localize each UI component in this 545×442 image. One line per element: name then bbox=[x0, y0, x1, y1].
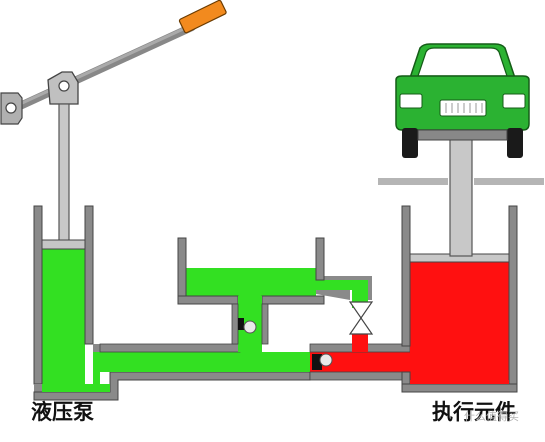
ground-platform bbox=[378, 178, 544, 185]
pipe-network bbox=[33, 276, 411, 401]
reservoir-fluid bbox=[186, 268, 316, 296]
wheel-right bbox=[507, 128, 523, 158]
lever[interactable] bbox=[0, 0, 227, 125]
plunger-pivot-bracket bbox=[47, 71, 79, 105]
car-icon bbox=[395, 43, 530, 158]
pump-piston bbox=[41, 239, 86, 250]
wheel-left bbox=[402, 128, 418, 158]
actuator-rod bbox=[449, 137, 473, 257]
inlet-check-ball bbox=[243, 320, 257, 334]
needle-valve-icon[interactable] bbox=[348, 301, 374, 335]
pump-label: 液压泵 bbox=[31, 400, 94, 424]
pump-plunger-rod bbox=[58, 103, 70, 243]
oil-tank bbox=[177, 237, 325, 352]
fixed-pivot-bracket bbox=[0, 92, 23, 125]
headlight-right bbox=[502, 93, 526, 109]
grille bbox=[439, 99, 487, 117]
actuator-fluid bbox=[410, 260, 509, 384]
watermark-text: 什么值得买 bbox=[464, 410, 519, 423]
lever-handle-icon[interactable] bbox=[178, 0, 227, 34]
hydraulic-jack bbox=[401, 137, 518, 393]
high-pressure-pipe bbox=[310, 352, 410, 372]
actuator-label: 执行元件 bbox=[432, 400, 516, 424]
lever-bar bbox=[16, 23, 196, 110]
ball-check-valve-icon bbox=[238, 318, 333, 370]
pump-fluid bbox=[42, 248, 85, 384]
headlight-left bbox=[399, 93, 423, 109]
outlet-check-ball bbox=[319, 353, 333, 367]
pump-cylinder bbox=[33, 103, 94, 392]
